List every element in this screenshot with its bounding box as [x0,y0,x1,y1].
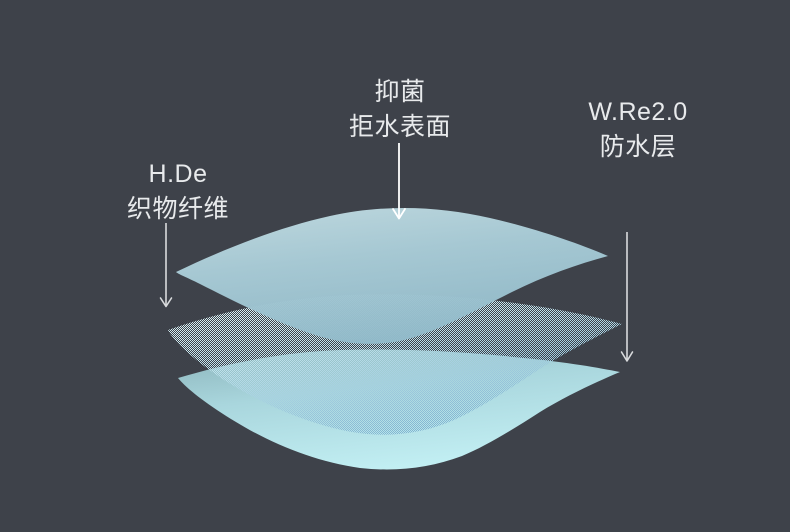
layer-top-antibacterial [176,207,608,344]
arrow-right [620,232,634,362]
arrow-left [159,223,173,308]
fabric-fiber-label: H.De 织物纤维 [98,157,258,226]
waterproof-layer-label-line1: W.Re2.0 [588,98,688,126]
antibacterial-surface-label: 抑菌 拒水表面 [320,75,480,144]
fabric-fiber-label-line2: 织物纤维 [126,194,229,223]
antibacterial-surface-label-line2: 拒水表面 [348,112,451,141]
fabric-fiber-label-line1: H.De [148,160,208,188]
waterproof-layer-label: W.Re2.0 防水层 [548,95,728,164]
waterproof-layer-label-line2: 防水层 [599,132,677,161]
layer-middle-fiber-mesh [168,294,622,435]
arrow-middle [392,143,406,220]
antibacterial-surface-label-line1: 抑菌 [374,78,426,106]
